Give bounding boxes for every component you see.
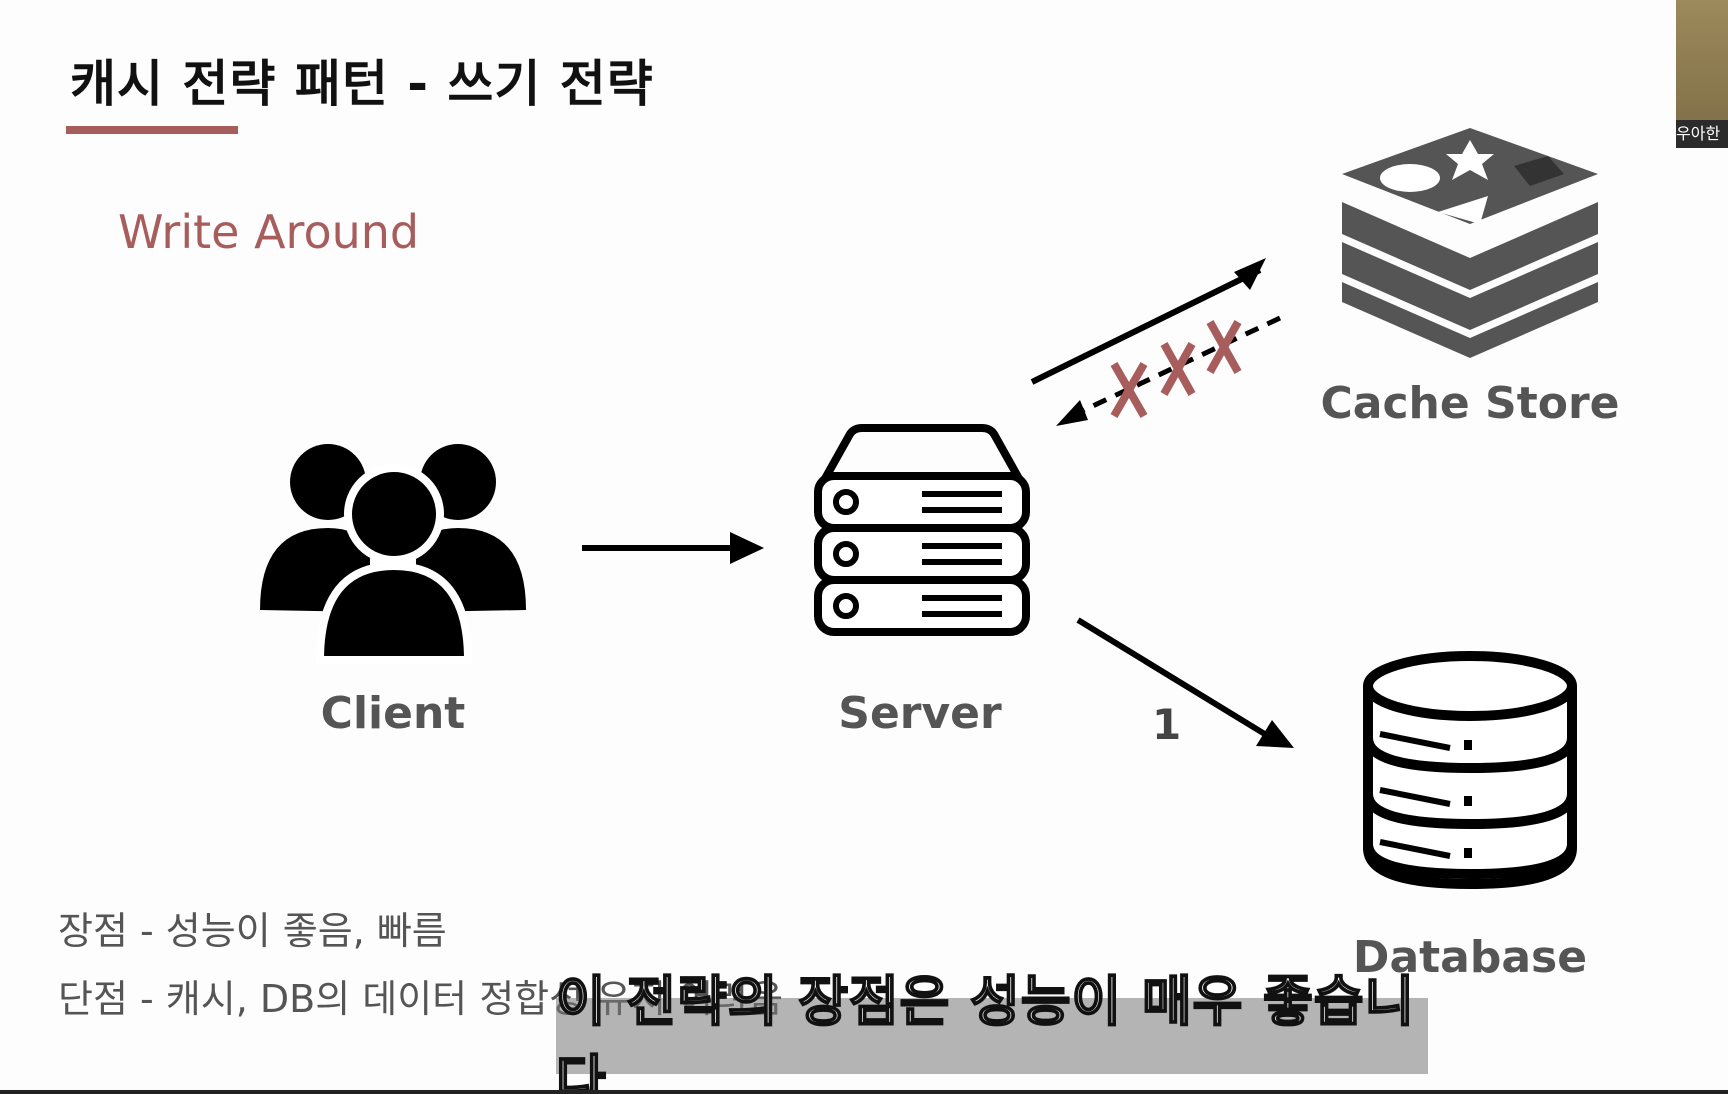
video-caption: 이 전략의 장점은 성능이 매우 좋습니다 <box>555 969 1428 1094</box>
webcam-thumbnail[interactable]: 우아한 <box>1676 0 1728 148</box>
caption-text: 이 전략의 장점은 성능이 매우 좋습니다 <box>555 969 1416 1094</box>
arrow-server-database <box>1076 617 1294 748</box>
client-users-icon <box>260 444 526 664</box>
client-label: Client <box>320 688 466 739</box>
cache-store-label: Cache Store <box>1320 378 1620 429</box>
title-underline <box>66 126 238 134</box>
arrow-cache-server-blocked <box>1056 315 1282 426</box>
cache-store-icon <box>1342 128 1598 358</box>
bottom-bar <box>0 1090 1728 1094</box>
arrow-number-label: 1 <box>1152 700 1182 749</box>
webcam-name-label: 우아한 <box>1676 120 1728 148</box>
cross-marks-icon <box>1110 320 1242 418</box>
slide-subtitle: Write Around <box>118 205 420 259</box>
database-icon <box>1363 651 1577 890</box>
arrow-server-cache <box>1030 258 1266 385</box>
arrow-client-server <box>582 532 764 564</box>
database-label: Database <box>1352 932 1588 983</box>
server-icon <box>814 424 1030 636</box>
server-label: Server <box>838 688 1002 739</box>
pros-text: 장점 - 성능이 좋음, 빠름 <box>58 909 447 953</box>
slide-title: 캐시 전략 패턴 - 쓰기 전략 <box>70 55 654 113</box>
